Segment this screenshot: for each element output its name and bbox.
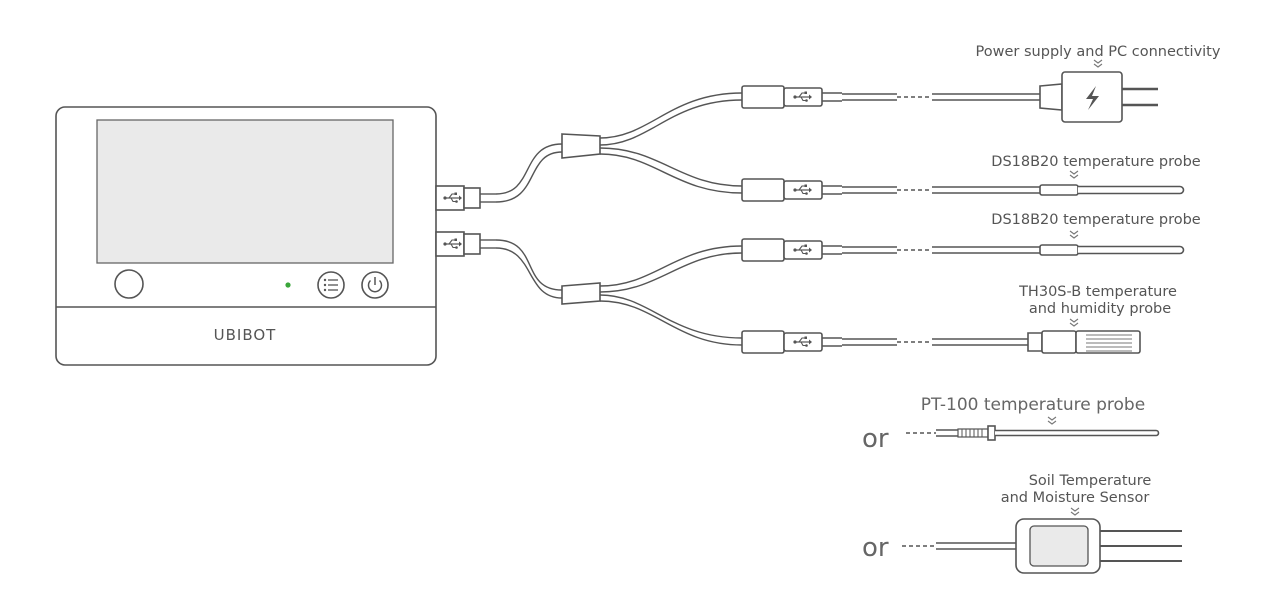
- device-usb-port-1: [435, 185, 496, 211]
- ds18b20-probe-a: [1078, 185, 1185, 195]
- th30s-label-line2: and humidity probe: [1029, 301, 1171, 317]
- chevron-down-icon: [1070, 507, 1080, 516]
- chevron-down-icon: [1093, 59, 1103, 68]
- ubibot-device: UBIBOT: [55, 106, 437, 366]
- lightning-icon: [1086, 86, 1099, 110]
- branch-ds18b20-a: DS18B20 temperature probe: [742, 154, 1201, 201]
- branch-ds18b20-b: DS18B20 temperature probe: [742, 212, 1201, 261]
- pt100-probe: [957, 425, 1160, 441]
- option-soil-sensor: or Soil Temperature and Moisture Sensor: [862, 473, 1182, 574]
- splitter-1: [495, 92, 743, 203]
- soil-label-line2: and Moisture Sensor: [1001, 490, 1150, 506]
- menu-icon[interactable]: [317, 271, 345, 299]
- soil-sensor: [1015, 518, 1182, 574]
- or-label-1: or: [862, 424, 889, 454]
- power-icon[interactable]: [361, 271, 389, 299]
- ds18b20-label-b: DS18B20 temperature probe: [991, 212, 1201, 228]
- power-label: Power supply and PC connectivity: [976, 44, 1221, 60]
- ds18b20-label-a: DS18B20 temperature probe: [991, 154, 1201, 170]
- pt100-label: PT-100 temperature probe: [921, 395, 1145, 415]
- device-usb-port-2: [435, 231, 496, 257]
- or-label-2: or: [862, 533, 889, 563]
- ds18b20-probe-b: [1078, 245, 1185, 255]
- branch-power: Power supply and PC connectivity: [742, 44, 1221, 123]
- th30s-b-probe: [1027, 330, 1141, 354]
- branch-th30s-b: TH30S-B temperature and humidity probe: [742, 284, 1177, 354]
- option-pt100: or PT-100 temperature probe: [862, 395, 1160, 454]
- splitter-2: [495, 239, 743, 346]
- chevron-down-icon: [1069, 170, 1079, 179]
- device-screen: [96, 119, 394, 264]
- device-brand: UBIBOT: [214, 326, 277, 344]
- status-led: [285, 282, 291, 288]
- soil-label-line1: Soil Temperature: [1029, 473, 1152, 489]
- chevron-down-icon: [1069, 230, 1079, 239]
- th30s-label-line1: TH30S-B temperature: [1018, 284, 1177, 300]
- light-sensor: [114, 269, 144, 299]
- chevron-down-icon: [1047, 416, 1057, 425]
- chevron-down-icon: [1069, 318, 1079, 327]
